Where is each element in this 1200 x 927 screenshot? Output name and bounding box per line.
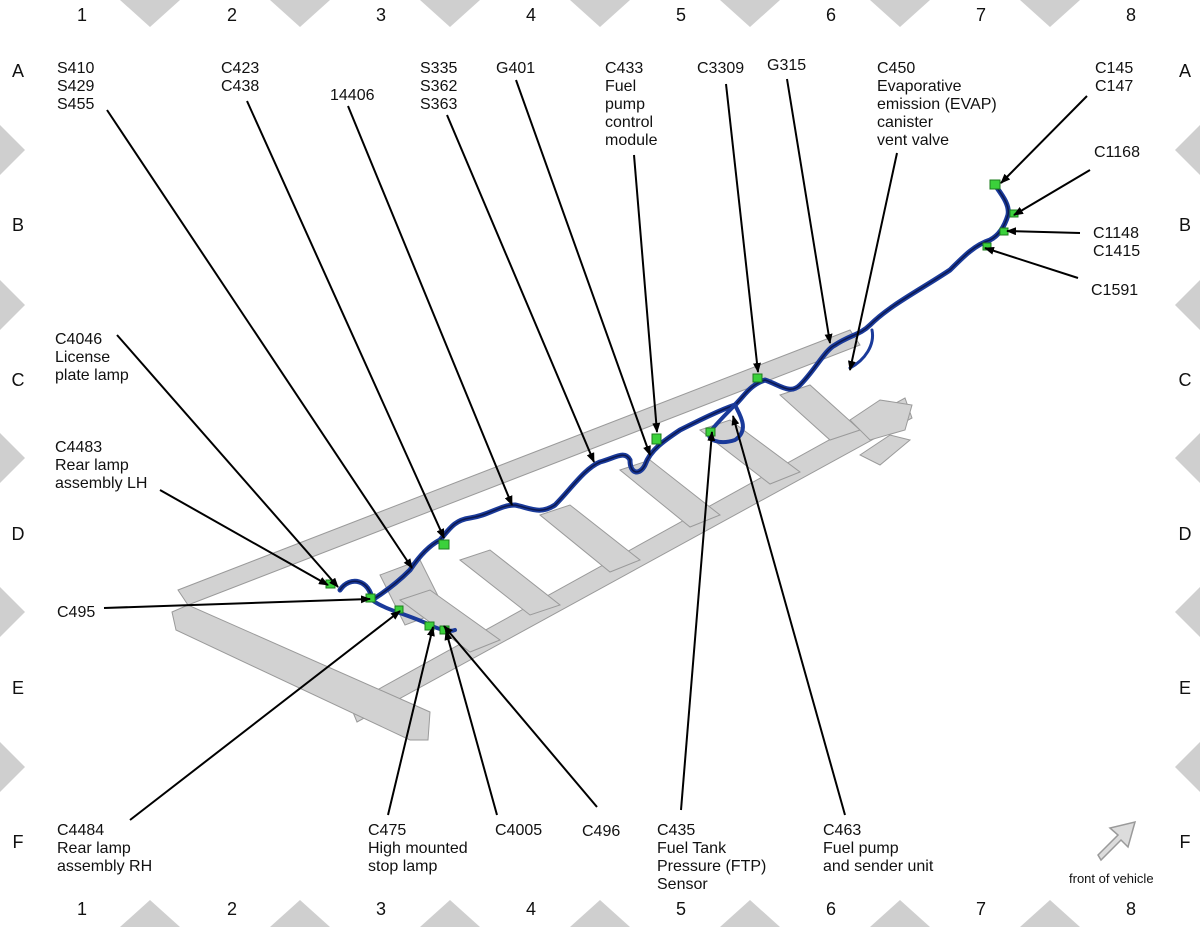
col-label-2-bottom: 2 xyxy=(227,899,237,919)
label-c4005: C4005 xyxy=(495,822,542,839)
leader-c495 xyxy=(103,595,371,609)
label-c450: C450 Evaporative emission (EVAP) caniste… xyxy=(877,60,1001,149)
row-label-b: B xyxy=(12,215,24,235)
leader-c145 xyxy=(1000,95,1088,184)
row-label-f: F xyxy=(13,832,24,852)
col-label-5: 5 xyxy=(676,5,686,25)
row-labels-right: A B C D E F xyxy=(1179,61,1192,852)
connector-c433 xyxy=(651,433,662,445)
leader-s410 xyxy=(106,109,413,569)
row-labels-left: A B C D E F xyxy=(12,61,25,852)
label-c4484: C4484 Rear lamp assembly RH xyxy=(57,822,152,875)
leader-c3309 xyxy=(725,83,761,373)
label-c433: C433 Fuel pump control module xyxy=(605,60,658,149)
col-label-7: 7 xyxy=(976,5,986,25)
label-c4046: C4046 License plate lamp xyxy=(55,331,129,384)
row-label-f-right: F xyxy=(1180,832,1191,852)
label-c423: C423 C438 xyxy=(221,60,264,95)
row-label-e: E xyxy=(12,678,24,698)
leader-c4483 xyxy=(159,489,329,586)
column-labels-top: 1 2 3 4 5 6 7 8 xyxy=(77,5,1136,25)
label-c495: C495 xyxy=(57,604,95,621)
col-label-4: 4 xyxy=(526,5,536,25)
front-arrow-icon xyxy=(1097,820,1137,862)
label-c475: C475 High mounted stop lamp xyxy=(368,822,472,875)
row-label-d: D xyxy=(12,524,25,544)
col-label-6-bottom: 6 xyxy=(826,899,836,919)
leader-s335 xyxy=(446,114,595,463)
col-label-3: 3 xyxy=(376,5,386,25)
label-g401: G401 xyxy=(496,60,535,77)
connector-c495 xyxy=(365,593,376,603)
leader-c463 xyxy=(731,415,846,816)
leader-c4484 xyxy=(129,610,401,821)
col-label-6: 6 xyxy=(826,5,836,25)
label-g315: G315 xyxy=(767,57,806,74)
leader-c1168 xyxy=(1013,169,1091,216)
row-label-b-right: B xyxy=(1179,215,1191,235)
label-s410: S410 S429 S455 xyxy=(57,60,99,113)
col-label-1-bottom: 1 xyxy=(77,899,87,919)
label-c496: C496 xyxy=(582,823,620,840)
label-c3309: C3309 xyxy=(697,60,744,77)
col-label-7-bottom: 7 xyxy=(976,899,986,919)
leader-c4005 xyxy=(444,630,498,816)
front-of-vehicle-indicator: front of vehicle xyxy=(1069,820,1154,886)
leader-c435 xyxy=(680,431,716,811)
row-label-e-right: E xyxy=(1179,678,1191,698)
leader-c1591 xyxy=(984,246,1079,279)
col-label-8-bottom: 8 xyxy=(1126,899,1136,919)
connector-c3309 xyxy=(752,373,763,383)
label-c1168: C1168 xyxy=(1094,144,1140,161)
leader-g401 xyxy=(515,79,651,456)
label-c1148: C1148 C1415 xyxy=(1093,225,1143,260)
label-c1591: C1591 xyxy=(1091,282,1138,299)
leader-c433 xyxy=(633,154,661,433)
connector-c423 xyxy=(438,539,450,550)
column-labels-bottom: 1 2 3 4 5 6 7 8 xyxy=(77,899,1136,919)
label-c435: C435 Fuel Tank Pressure (FTP) Sensor xyxy=(657,822,771,893)
leader-c496 xyxy=(443,625,598,808)
vehicle-frame xyxy=(171,329,913,741)
row-label-c-right: C xyxy=(1179,370,1192,390)
label-c145: C145 C147 xyxy=(1095,60,1138,95)
leader-c450 xyxy=(847,152,898,371)
col-label-4-bottom: 4 xyxy=(526,899,536,919)
front-of-vehicle-label: front of vehicle xyxy=(1069,871,1154,886)
leader-g315 xyxy=(786,78,833,344)
leader-14406 xyxy=(347,105,513,506)
col-label-2: 2 xyxy=(227,5,237,25)
col-label-3-bottom: 3 xyxy=(376,899,386,919)
leader-c4046 xyxy=(116,334,339,588)
callout-labels: S410 S429 S455 C423 C438 14406 S335 S362… xyxy=(55,57,1143,893)
connector-c1148 xyxy=(999,227,1009,236)
connector-c435 xyxy=(705,427,716,437)
label-s335: S335 S362 S363 xyxy=(420,60,462,113)
col-label-8: 8 xyxy=(1126,5,1136,25)
leader-lines xyxy=(103,78,1091,821)
leader-c423 xyxy=(246,100,445,539)
label-c4483: C4483 Rear lamp assembly LH xyxy=(55,439,147,492)
col-label-5-bottom: 5 xyxy=(676,899,686,919)
col-label-1: 1 xyxy=(77,5,87,25)
connector-c145 xyxy=(989,179,1001,190)
label-14406: 14406 xyxy=(330,87,375,104)
row-label-c: C xyxy=(12,370,25,390)
row-label-d-right: D xyxy=(1179,524,1192,544)
leader-c475 xyxy=(387,626,435,816)
leader-c1148 xyxy=(1006,227,1081,236)
label-c463: C463 Fuel pump and sender unit xyxy=(823,822,934,875)
row-label-a: A xyxy=(12,61,24,81)
row-label-a-right: A xyxy=(1179,61,1191,81)
